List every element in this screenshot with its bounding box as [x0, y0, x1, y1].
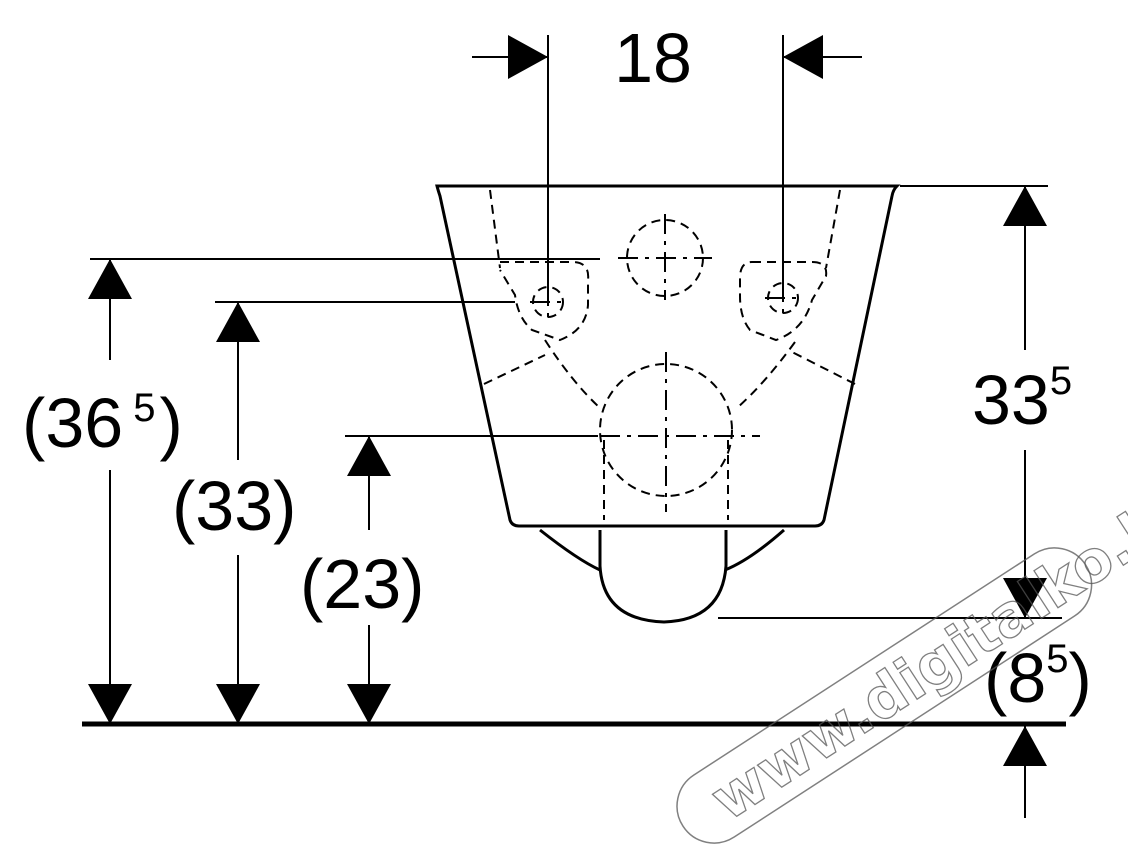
extension-lines — [90, 35, 1062, 619]
dimension-left-mid: (33) — [172, 467, 296, 545]
dimension-right-bottom: (85) — [984, 637, 1092, 717]
text-backgrounds — [60, 350, 1070, 625]
hidden-contours — [483, 189, 856, 520]
dimension-left-inner: (23) — [300, 545, 424, 623]
toilet-outline — [435, 184, 901, 624]
dimension-top-width: 18 — [614, 19, 692, 97]
dimension-right-height: 335 — [972, 359, 1072, 439]
